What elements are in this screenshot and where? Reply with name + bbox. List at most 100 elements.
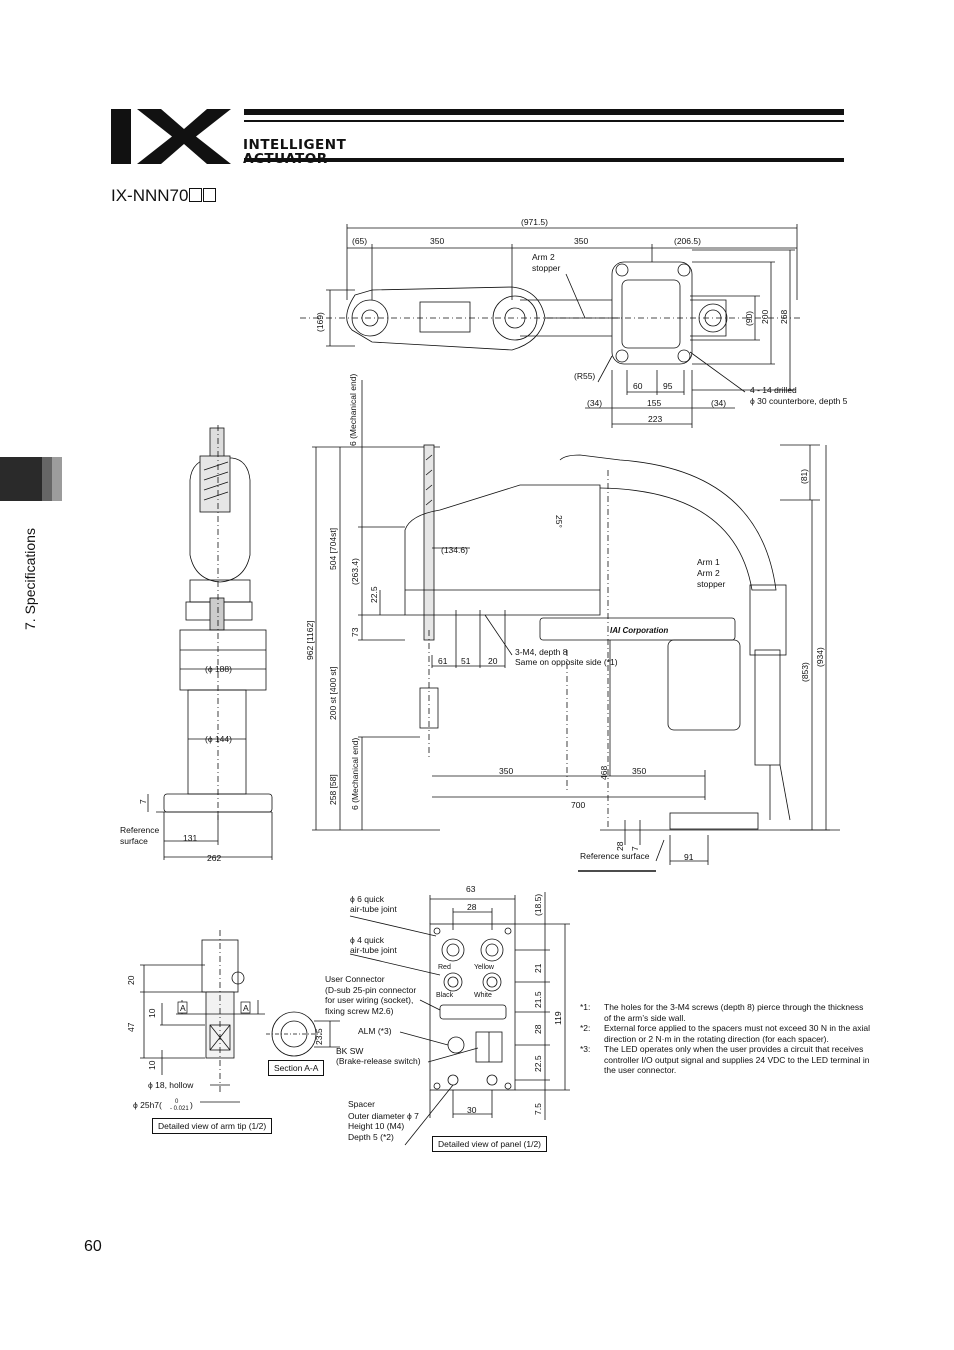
q6-label-1: ϕ 6 quick xyxy=(350,894,385,904)
dim-169: (169) xyxy=(315,312,325,332)
spacer-label-4: Depth 5 (*2) xyxy=(348,1132,394,1142)
arm-tip-caption: Detailed view of arm tip (1/2) xyxy=(152,1118,273,1134)
arm2-label: Arm 2 xyxy=(697,568,720,578)
mech-end-bottom: 6 (Mechanical end) xyxy=(350,738,360,810)
tip-dim-10a: 10 xyxy=(147,1008,157,1018)
h7-tol-top: 0 xyxy=(175,1099,179,1105)
dim-91: 91 xyxy=(684,852,694,862)
panel-dim-22: 22.5 xyxy=(533,1055,543,1072)
dim-223: 223 xyxy=(648,414,662,424)
tip-dim-10b: 10 xyxy=(147,1060,157,1070)
dim-7-left: 7 xyxy=(138,799,148,804)
dim-61: 61 xyxy=(438,656,448,666)
reference-surface-front: Reference surface xyxy=(580,851,650,861)
user-connector-3: for user wiring (socket), xyxy=(325,995,413,1005)
hollow-label: ϕ 18, hollow xyxy=(148,1080,194,1090)
stopper-label: stopper xyxy=(697,579,726,589)
spacer-label-3: Height 10 (M4) xyxy=(348,1121,404,1131)
panel-dim-7: 7.5 xyxy=(533,1103,543,1115)
arm1-label: Arm 1 xyxy=(697,557,720,567)
note-item: *3:The LED operates only when the user p… xyxy=(580,1044,870,1075)
m4-label-2: Same on opposite side (*1) xyxy=(515,657,618,667)
dim-22: 22.5 xyxy=(369,586,379,603)
dim-134: (134.6) xyxy=(441,545,468,555)
user-connector-4: fixing screw M2.6) xyxy=(325,1006,394,1016)
dim-34b: (34) xyxy=(711,398,726,408)
chapter-tab-shade xyxy=(42,457,52,501)
holes-label-2: ϕ 30 counterbore, depth 5 xyxy=(750,396,848,406)
page-number: 60 xyxy=(84,1238,102,1255)
tip-dim-47: 47 xyxy=(126,1022,136,1032)
dim-262: 262 xyxy=(207,853,221,863)
dim-934: (934) xyxy=(815,647,825,667)
arm2-stopper-label2: stopper xyxy=(532,263,561,273)
drawing-labels: (971.5) (65) 350 350 (206.5) Arm 2 stopp… xyxy=(120,217,848,1142)
yellow-label: Yellow xyxy=(474,964,495,971)
dim-total: (971.5) xyxy=(521,217,548,227)
dim-268: 268 xyxy=(779,310,789,324)
dim-962: 962 [1162] xyxy=(305,620,315,660)
panel-dim-21b: 21.5 xyxy=(533,991,543,1008)
section-mark-a1: A xyxy=(180,1003,186,1013)
spacer-label-1: Spacer xyxy=(348,1099,375,1109)
alm-label: ALM (*3) xyxy=(358,1026,392,1036)
dim-7: 7 xyxy=(630,846,640,851)
dim-34a: (34) xyxy=(587,398,602,408)
dim-25deg: 25° xyxy=(554,515,564,528)
dim-81: (81) xyxy=(799,469,809,484)
bk-sw-label: BK SW xyxy=(336,1046,363,1056)
panel-detail xyxy=(349,892,570,1146)
dim-r55: (R55) xyxy=(574,371,595,381)
front-view xyxy=(312,380,840,872)
dim-73: 73 xyxy=(350,627,360,637)
model-title: IX-NNN70 xyxy=(111,186,217,206)
arm2-stopper-label: Arm 2 xyxy=(532,252,555,262)
dim-504: 504 [704st] xyxy=(328,528,338,570)
dim-258: 258 [58] xyxy=(328,774,338,805)
white-label: White xyxy=(474,992,492,999)
panel-dim-63: 63 xyxy=(466,884,476,894)
q6-label-2: air-tube joint xyxy=(350,904,397,914)
reference-label-1: Reference xyxy=(120,825,159,835)
bk-sw-label-2: (Brake-release switch) xyxy=(336,1056,421,1066)
left-side-view xyxy=(147,425,273,860)
header-rule-top xyxy=(244,109,844,115)
holes-label-1: 4 - 14 drilled xyxy=(750,385,797,395)
dim-468: 468 xyxy=(599,766,609,780)
panel-dim-30: 30 xyxy=(467,1105,477,1115)
m4-label-1: 3-M4, depth 8 xyxy=(515,647,568,657)
dim-155: 155 xyxy=(647,398,661,408)
q4-label-2: air-tube joint xyxy=(350,945,397,955)
panel-caption: Detailed view of panel (1/2) xyxy=(432,1136,548,1152)
h7-tol-bottom: - 0.021 xyxy=(170,1106,189,1112)
chapter-tab-shade-light xyxy=(52,457,62,501)
reference-label-2: surface xyxy=(120,836,148,846)
dim-350-left: 350 xyxy=(499,766,513,776)
dim-20: 20 xyxy=(488,656,498,666)
h7-close: ) xyxy=(190,1100,193,1110)
chapter-tab xyxy=(0,457,42,501)
ix-logo xyxy=(111,109,231,164)
note-item: *2:External force applied to the spacers… xyxy=(580,1023,871,1044)
section-mark-a2: A xyxy=(243,1003,249,1013)
dim-60: 60 xyxy=(633,381,643,391)
dim-144: (ϕ 144) xyxy=(205,734,232,744)
section-caption: Section A-A xyxy=(268,1060,325,1076)
dim-700: 700 xyxy=(571,800,585,810)
dim-263: (263.4) xyxy=(350,558,360,585)
q4-label-1: ϕ 4 quick xyxy=(350,935,385,945)
dim-350b: 350 xyxy=(574,236,588,246)
iai-logo-text: IAI Corporation xyxy=(610,626,668,635)
dim-95: 95 xyxy=(663,381,673,391)
dim-853: (853) xyxy=(800,662,810,682)
dim-188: (ϕ 188) xyxy=(205,664,232,674)
arm-tip-detail xyxy=(140,930,340,1103)
panel-dim-28: 28 xyxy=(467,902,477,912)
dim-65: (65) xyxy=(352,236,367,246)
header-rule-mid xyxy=(244,120,844,122)
spacer-label-2: Outer diameter ϕ 7 xyxy=(348,1111,419,1121)
dim-350a: 350 xyxy=(430,236,444,246)
mech-end-top: 6 (Mechanical end) xyxy=(348,374,358,446)
panel-dim-119: 119 xyxy=(553,1011,563,1025)
